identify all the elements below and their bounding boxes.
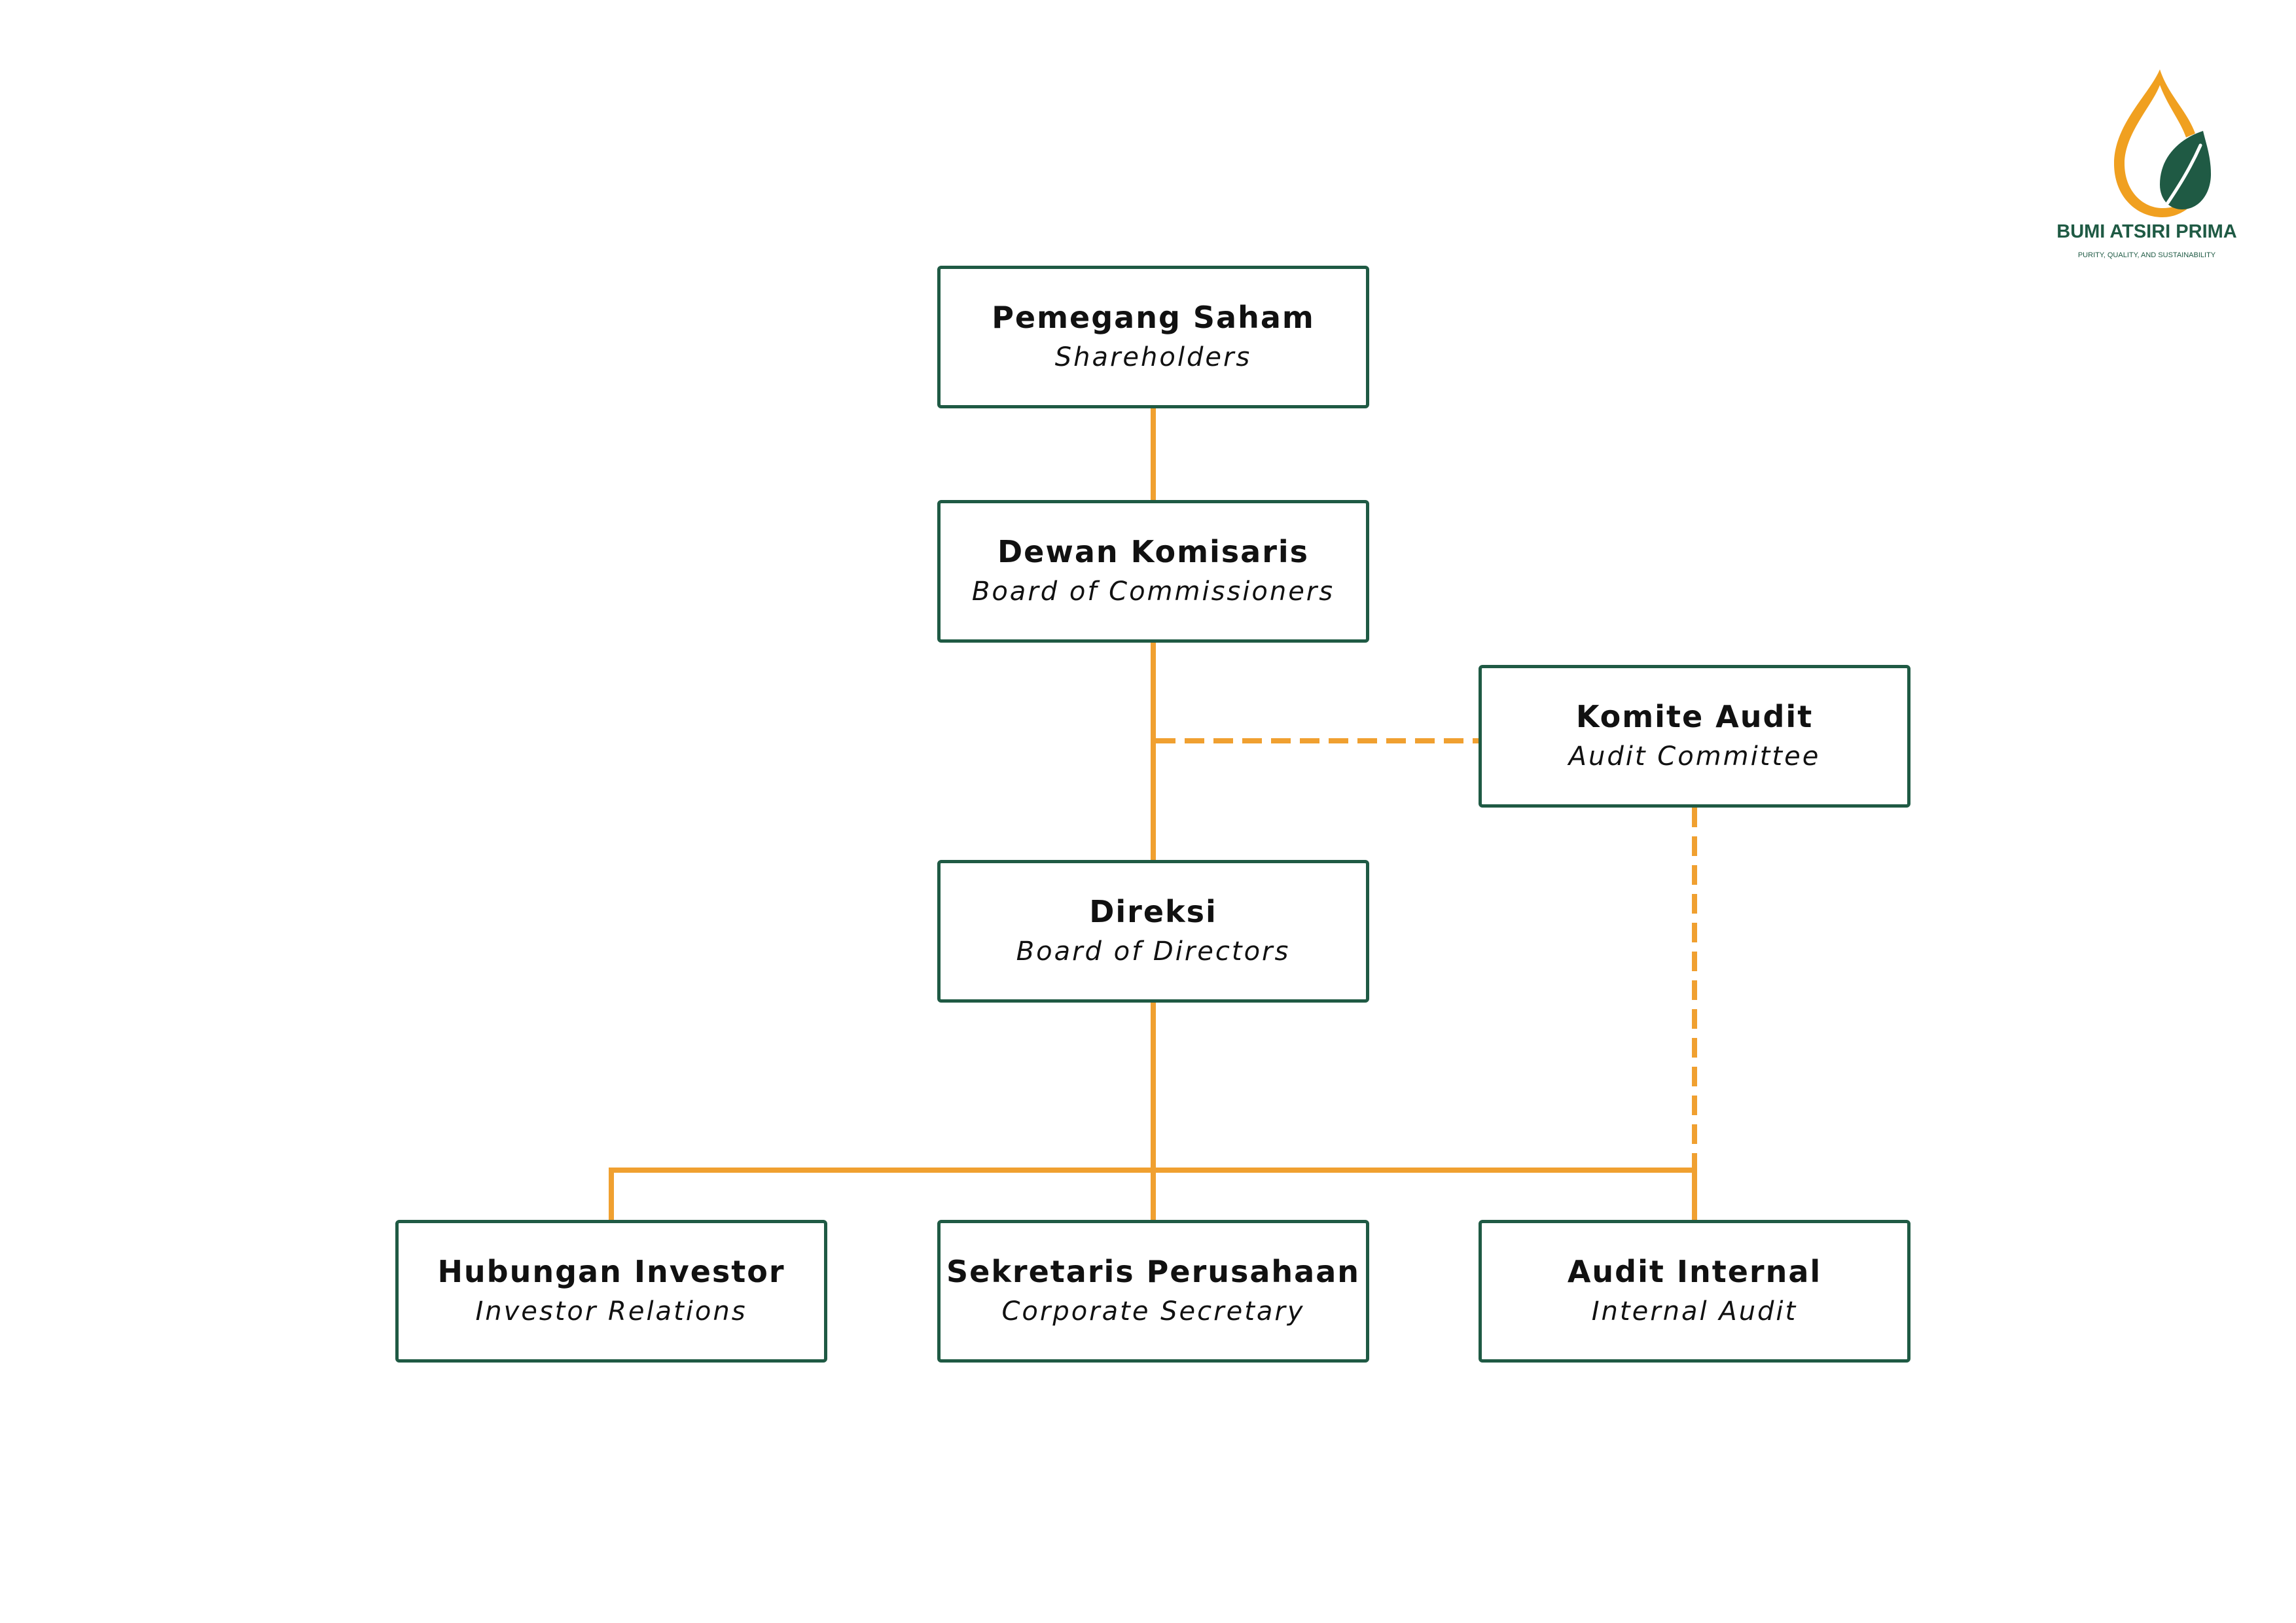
logo-tagline: PURITY, QUALITY, AND SUSTAINABILITY xyxy=(2077,251,2216,259)
node-title: Dewan Komisaris xyxy=(997,534,1310,569)
node-title: Hubungan Investor xyxy=(437,1254,785,1289)
node-title: Sekretaris Perusahaan xyxy=(946,1254,1361,1289)
node-title: Pemegang Saham xyxy=(992,300,1315,335)
node-subtitle: Board of Commissioners xyxy=(971,577,1335,607)
node-subtitle: Investor Relations xyxy=(475,1296,747,1327)
node-title: Komite Audit xyxy=(1575,699,1814,734)
drop-with-leaf-icon xyxy=(2114,69,2211,217)
node-board-of-commissioners: Dewan Komisaris Board of Commissioners xyxy=(937,500,1369,643)
logo-company-name: BUMI ATSIRI PRIMA xyxy=(2056,221,2237,242)
node-title: Audit Internal xyxy=(1567,1254,1822,1289)
node-board-of-directors: Direksi Board of Directors xyxy=(937,860,1369,1003)
node-subtitle: Internal Audit xyxy=(1591,1296,1798,1327)
node-subtitle: Shareholders xyxy=(1054,342,1252,372)
node-audit-committee: Komite Audit Audit Committee xyxy=(1479,665,1910,808)
node-internal-audit: Audit Internal Internal Audit xyxy=(1479,1220,1910,1363)
node-subtitle: Audit Committee xyxy=(1568,741,1821,772)
node-subtitle: Corporate Secretary xyxy=(1001,1296,1305,1327)
node-corporate-secretary: Sekretaris Perusahaan Corporate Secretar… xyxy=(937,1220,1369,1363)
node-investor-relations: Hubungan Investor Investor Relations xyxy=(395,1220,827,1363)
node-shareholders: Pemegang Saham Shareholders xyxy=(937,266,1369,408)
company-logo: BUMI ATSIRI PRIMA PURITY, QUALITY, AND S… xyxy=(2042,65,2251,275)
node-title: Direksi xyxy=(1089,894,1217,929)
node-subtitle: Board of Directors xyxy=(1016,936,1291,967)
